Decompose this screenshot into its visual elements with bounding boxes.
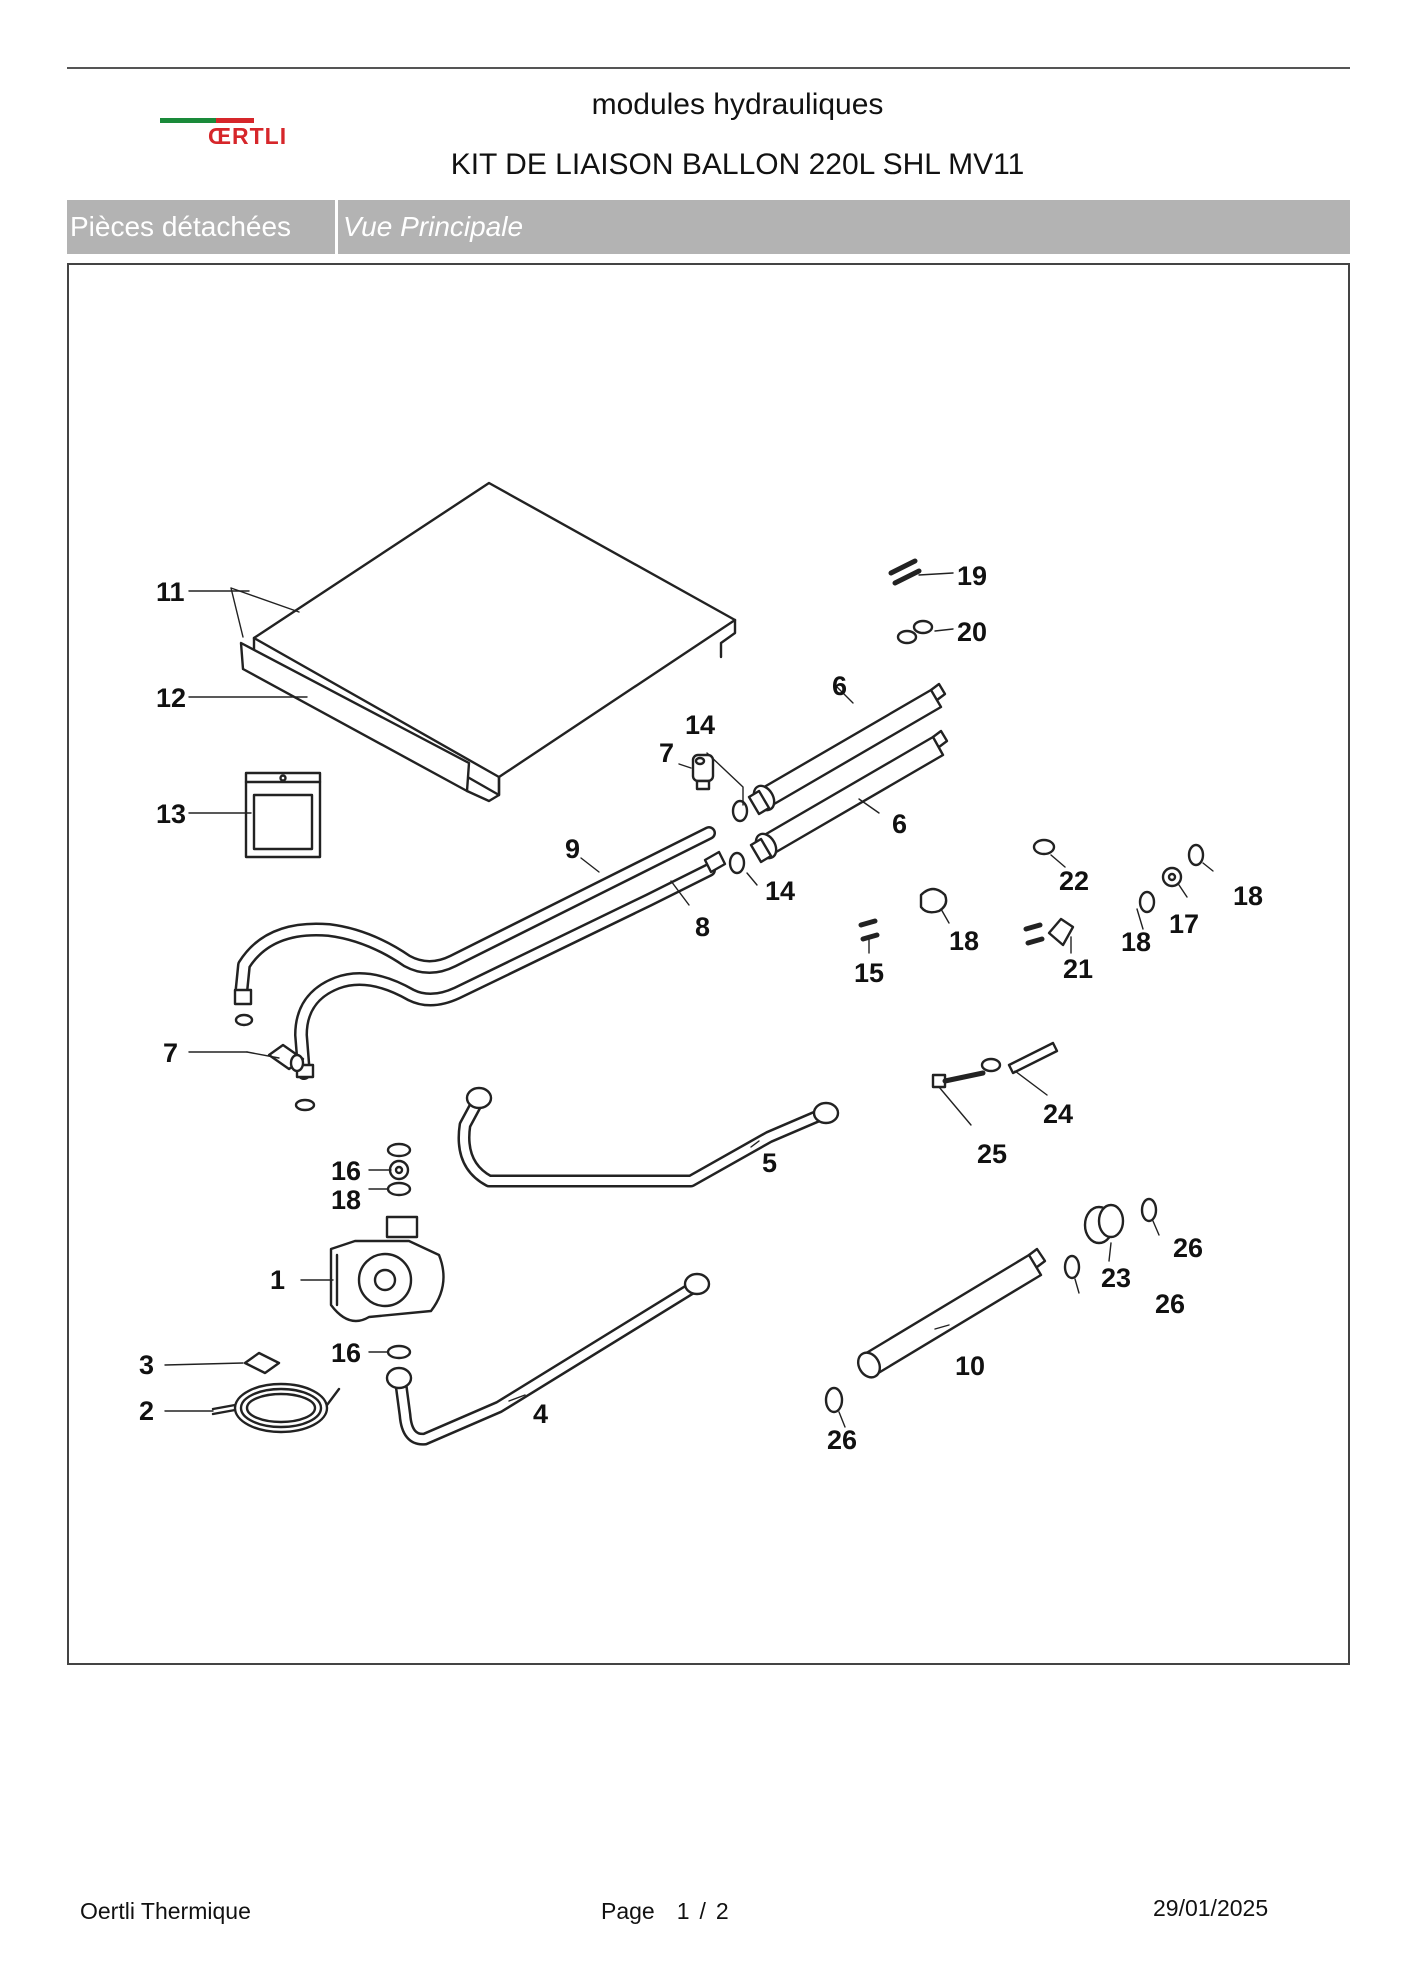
callout-22: 22: [1059, 866, 1089, 896]
callout-11: 11: [156, 577, 185, 607]
seal-14-upper: [731, 799, 749, 823]
page-label: Page: [601, 1898, 655, 1924]
callout-14-upper: 14: [685, 710, 715, 740]
footer-company: Oertli Thermique: [80, 1898, 251, 1924]
callout-25: 25: [977, 1139, 1007, 1169]
page-total: 2: [715, 1898, 729, 1924]
callout-21: 21: [1063, 954, 1093, 984]
seal-lower-mid: [294, 1098, 316, 1112]
callout-18-pump-a: 18: [331, 1185, 361, 1215]
top-rule: [67, 67, 1350, 69]
seal-18-right-b: [1187, 843, 1205, 867]
clips-20: [896, 619, 934, 645]
callout-3: 3: [139, 1350, 154, 1380]
callout-10: 10: [955, 1351, 985, 1381]
diagram-svg: 11 12 13 7 7 14 14 9 8 6 6 19 20 22 18 1…: [139, 481, 1263, 1455]
callout-26-a: 26: [1155, 1289, 1185, 1319]
circulator-pump-1: [329, 1215, 445, 1323]
tab-spare-parts[interactable]: Pièces détachées: [70, 211, 292, 242]
callout-24: 24: [1043, 1099, 1073, 1129]
seal-26-c: [824, 1386, 844, 1414]
screws-19: [888, 558, 922, 586]
nipple-16-right: [1161, 866, 1183, 888]
callout-6-lower: 6: [892, 809, 907, 839]
footer-date: 29/01/2025: [1153, 1895, 1269, 1921]
fitting-23: [1083, 1203, 1125, 1245]
callout-15: 15: [854, 958, 884, 988]
callout-13: 13: [156, 799, 186, 829]
exploded-parts-diagram: 11 12 13 7 7 14 14 9 8 6 6 19 20 22 18 1…: [67, 263, 1350, 1665]
callout-17: 18: [949, 926, 979, 956]
tab-divider: [335, 200, 338, 254]
insulated-pipe-6-lower: [749, 729, 949, 864]
pipe-8: [294, 850, 727, 1080]
callout-16-right: 17: [1169, 909, 1199, 939]
callout-4: 4: [533, 1399, 548, 1429]
callout-18-right-b: 18: [1233, 881, 1263, 911]
callout-23: 23: [1101, 1263, 1131, 1293]
valve-7-upper: [691, 753, 715, 791]
bolt-25: [931, 1070, 986, 1089]
page-current: 1: [676, 1898, 690, 1924]
callout-7-lower: 7: [163, 1038, 178, 1068]
callout-2: 2: [139, 1396, 154, 1426]
valve-7-lower: [267, 1043, 305, 1073]
connector-3: [243, 1351, 281, 1375]
callout-8: 8: [695, 912, 710, 942]
insulated-pipe-6-upper: [747, 682, 947, 816]
pipe-9: [233, 826, 716, 1006]
seal-18-right-a: [1138, 890, 1156, 914]
cable-2: [211, 1382, 341, 1434]
callout-16-pump: 16: [331, 1156, 361, 1186]
callout-7-upper: 7: [659, 738, 674, 768]
insulated-pipe-10: [856, 1247, 1047, 1379]
seal-14-lower: [728, 851, 746, 875]
callout-26-c: 26: [827, 1425, 857, 1455]
cover-panel: [239, 481, 737, 803]
seal-22: [1032, 838, 1056, 856]
callout-5: 5: [762, 1148, 777, 1178]
callout-1: 1: [270, 1265, 285, 1295]
callout-19: 19: [957, 561, 987, 591]
document-title: KIT DE LIAISON BALLON 220L SHL MV11: [450, 148, 1025, 181]
wall-anchor-24: [980, 1041, 1059, 1075]
footer-pagination: Page 1 / 2: [601, 1898, 729, 1925]
callout-18-right-a: 18: [1121, 927, 1151, 957]
callout-9: 9: [565, 834, 580, 864]
callout-26-b: 26: [1173, 1233, 1203, 1263]
oertli-logo: ŒRTLI: [158, 114, 308, 154]
seal-18-pump-top: [386, 1142, 412, 1158]
bracket-21: [1023, 917, 1075, 947]
pipe-4: [385, 1272, 711, 1446]
logo-green-stripe: [160, 118, 216, 123]
callout-labels: 11 12 13 7 7 14 14 9 8 6 6 19 20 22 18 1…: [139, 561, 1263, 1455]
seal-lower-left: [234, 1013, 254, 1027]
nipple-16-pump: [388, 1159, 410, 1181]
tab-main-view[interactable]: Vue Principale: [343, 211, 524, 242]
page-separator: /: [699, 1898, 706, 1924]
seal-18-pump-mid: [386, 1181, 412, 1197]
clamp-17: [919, 887, 948, 914]
callout-6-upper: 6: [832, 671, 847, 701]
seal-18-pump-bottom: [386, 1344, 412, 1360]
seal-26-b: [1140, 1197, 1158, 1223]
leader-lines: [164, 572, 1214, 1428]
screws-15: [858, 918, 880, 942]
callout-14-lower: 14: [765, 876, 795, 906]
logo-brand-text: ŒRTLI: [208, 123, 288, 149]
document-pouch: [244, 771, 322, 859]
callout-12: 12: [156, 683, 186, 713]
seal-26-a: [1063, 1254, 1081, 1280]
callout-18-pump-b: 16: [331, 1338, 361, 1368]
callout-20: 20: [957, 617, 987, 647]
pipe-5: [457, 1086, 840, 1188]
document-category: modules hydrauliques: [591, 88, 884, 121]
section-tab-bar: Pièces détachées Vue Principale: [67, 200, 1350, 254]
logo-red-stripe: [216, 118, 254, 123]
